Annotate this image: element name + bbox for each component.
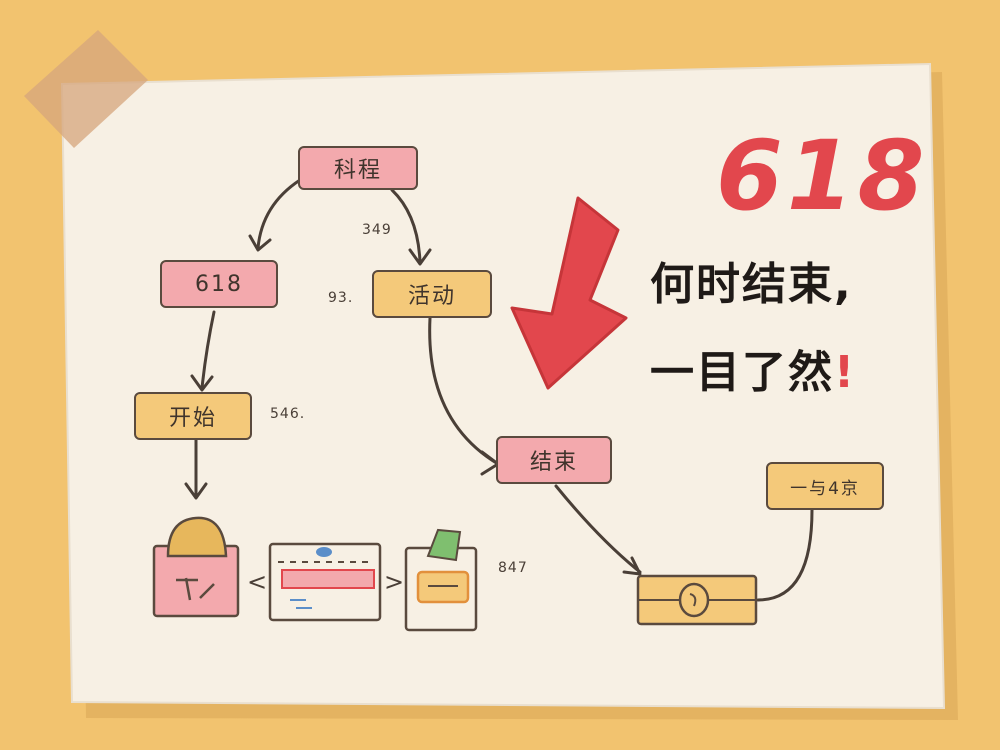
node-start: 开始	[134, 392, 252, 440]
box-icon	[636, 574, 758, 626]
headline-number: 618	[716, 120, 929, 232]
pouch-icon	[152, 516, 240, 618]
node-618: 618	[160, 260, 278, 308]
number-847: 847	[498, 560, 528, 576]
node-end: 结束	[496, 436, 612, 484]
node-right: 一与4京	[766, 462, 884, 510]
number-349: 349	[362, 222, 392, 238]
number-546: 546.	[270, 406, 306, 422]
edge-top-left	[256, 178, 302, 250]
wallet-icon	[404, 528, 478, 632]
edge-top-activity	[390, 188, 422, 264]
headline-line2: 一目了然!	[650, 336, 856, 400]
headline-line2-text: 一目了然	[650, 347, 834, 398]
headline-line1: 何时结束,	[650, 259, 853, 310]
number-93: 93.	[328, 290, 354, 306]
edge-box-right	[756, 508, 814, 602]
red-arrow-icon	[510, 196, 628, 390]
edge-end-box	[554, 484, 642, 574]
ticket-card-icon	[268, 542, 382, 622]
right-chevron-icon: >	[384, 568, 404, 596]
node-activity: 活动	[372, 270, 492, 318]
edge-left-start	[200, 310, 216, 390]
tape	[24, 30, 148, 148]
exclamation-mark: !	[834, 347, 857, 398]
left-chevron-icon: <	[247, 568, 267, 596]
arrowheads	[184, 234, 642, 576]
node-top: 科程	[298, 146, 418, 190]
